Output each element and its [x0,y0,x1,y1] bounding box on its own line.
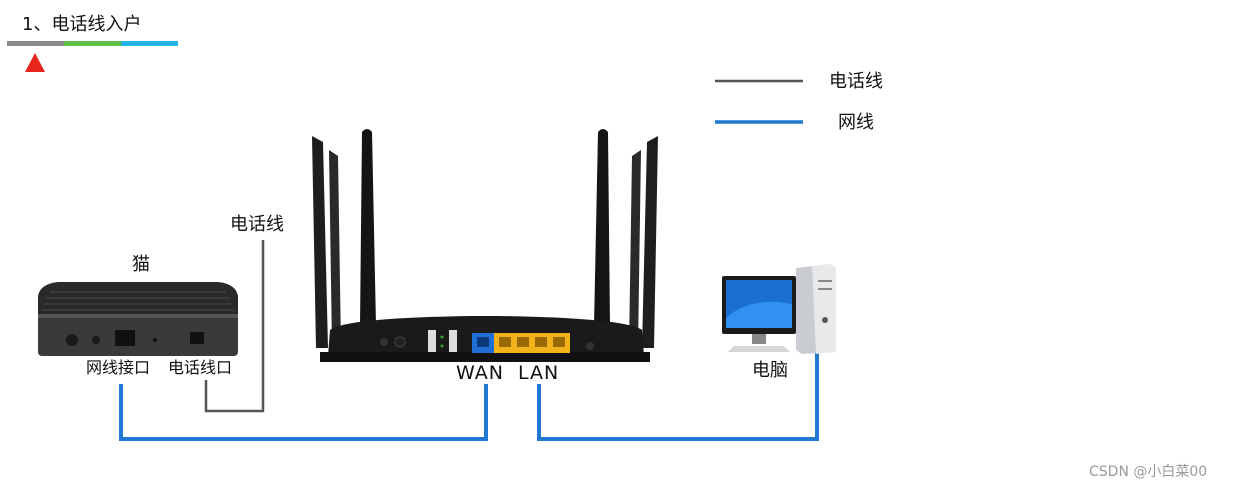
computer-label: 电脑 [752,360,788,381]
router-icon [312,129,658,362]
network-cable-lan-pc [537,352,819,441]
page-title: 1、电话线入户 [22,14,142,35]
lan-label: LAN [518,362,560,384]
telephone-line-label: 电话线 [230,214,284,235]
telephone-port-label: 电话线口 [168,358,233,377]
network-cable-modem-wan [119,384,488,441]
title-underline [7,41,178,46]
network-port-label: 网线接口 [86,358,151,377]
watermark: CSDN @小白菜00 [1089,464,1208,480]
red-triangle-marker-icon [25,53,45,72]
computer-icon [722,264,836,354]
modem-icon [38,282,238,356]
legend-network-label: 网线 [838,112,874,133]
modem-label: 猫 [132,254,150,275]
telephone-line-connection [204,240,265,413]
wan-label: WAN [456,362,504,384]
legend-telephone-label: 电话线 [829,71,883,92]
